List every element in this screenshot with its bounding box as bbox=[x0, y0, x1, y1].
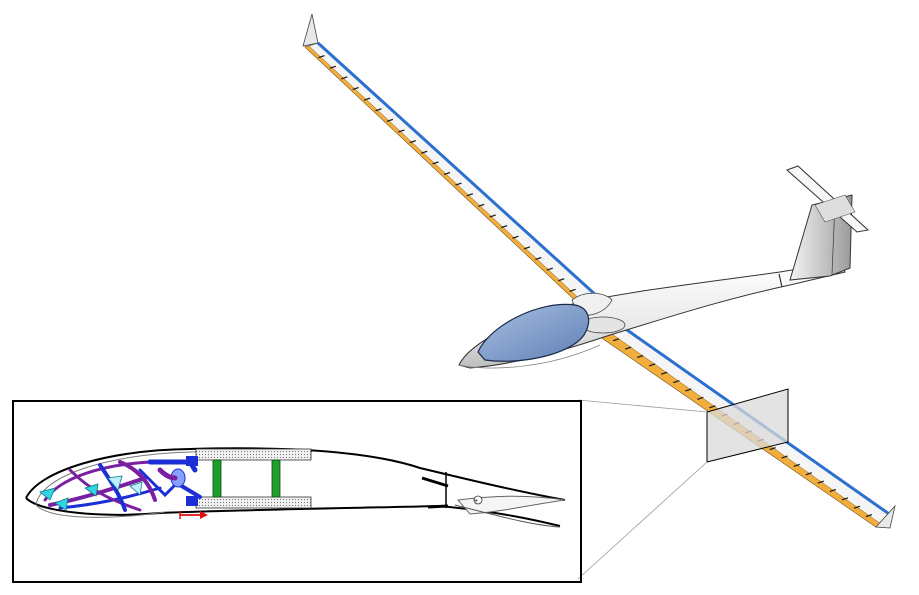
hinge-tick bbox=[805, 472, 812, 476]
hinge-tick bbox=[624, 346, 632, 350]
hinge-tick bbox=[865, 514, 873, 518]
airfoil-section-icon: + bbox=[25, 447, 566, 528]
hinge-tick bbox=[523, 246, 531, 250]
hinge-tick bbox=[841, 497, 849, 501]
leader-line-bottom bbox=[577, 461, 708, 580]
canopy bbox=[477, 303, 590, 362]
section-plane-icon bbox=[706, 388, 789, 463]
hinge-tick bbox=[466, 193, 474, 197]
hinge-tick bbox=[535, 256, 542, 261]
hinge-tick bbox=[341, 76, 348, 80]
hinge-tick bbox=[569, 288, 576, 292]
hinge-tick bbox=[512, 235, 519, 239]
displacement-arrow-icon bbox=[179, 511, 208, 519]
hinge-tick bbox=[478, 203, 485, 207]
hinge-tick bbox=[455, 182, 462, 186]
hinge-tick bbox=[781, 455, 788, 459]
hinge-tick bbox=[649, 363, 656, 367]
hinge-tick bbox=[318, 55, 325, 59]
hinge-tick bbox=[697, 396, 704, 400]
hinge-tick bbox=[769, 447, 776, 451]
hinge-tick bbox=[432, 161, 439, 165]
hinge-tick bbox=[352, 86, 359, 91]
hinge-tick bbox=[409, 140, 416, 144]
section-detail-frame bbox=[12, 400, 582, 583]
hinge-tick bbox=[363, 97, 371, 101]
hinge-tick bbox=[636, 354, 644, 359]
left-wing bbox=[302, 13, 600, 304]
hinge-tick bbox=[817, 480, 824, 484]
hinge-tick bbox=[612, 338, 620, 342]
hinge-tick bbox=[420, 150, 428, 154]
svg-text:+: + bbox=[474, 498, 478, 505]
hinge-tick bbox=[500, 225, 508, 229]
hinge-tick bbox=[793, 463, 800, 467]
hinge-tick bbox=[557, 278, 565, 282]
hinge-tick bbox=[329, 65, 337, 69]
hinge-tick bbox=[546, 267, 553, 271]
hinge-tick bbox=[489, 214, 496, 218]
hinge-tick bbox=[829, 488, 837, 493]
droop-nose-mechanism-icon bbox=[39, 456, 202, 512]
hinge-tick bbox=[709, 405, 716, 409]
hinge-tick bbox=[398, 129, 405, 133]
hinge-tick bbox=[685, 388, 692, 392]
hinge-tick bbox=[375, 108, 382, 112]
hinge-tick bbox=[661, 371, 668, 375]
hinge-tick bbox=[386, 118, 394, 122]
hinge-tick bbox=[673, 380, 680, 384]
leader-line-top bbox=[577, 399, 708, 413]
hinge-tick bbox=[853, 505, 861, 509]
hinge-tick bbox=[443, 171, 451, 176]
